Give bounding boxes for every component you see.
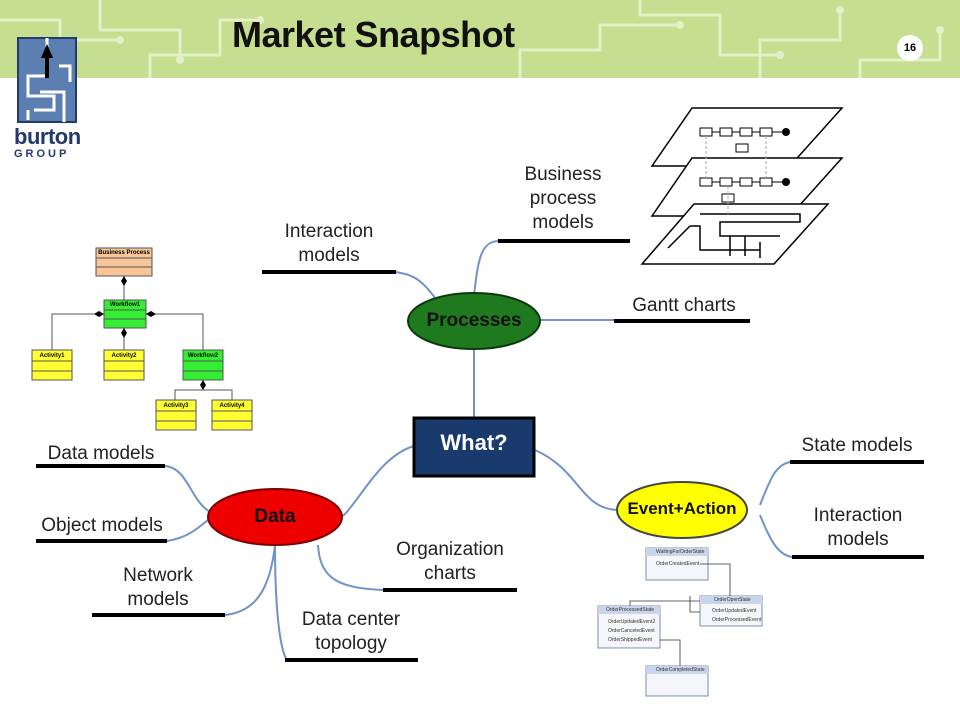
slide-title: Market Snapshot	[232, 14, 515, 55]
logo-word-burton: burton	[14, 124, 81, 149]
class-activity4: Activity4	[219, 403, 245, 409]
branch-state-models: State models	[801, 435, 913, 456]
class-workflow1: Workflow1	[109, 302, 141, 308]
class-business-process: Business Process	[98, 250, 150, 256]
branch-data-center-topology: Data center topology	[285, 608, 417, 656]
branch-line-2: models	[127, 589, 189, 610]
logo-word-group: GROUP	[14, 148, 70, 160]
branch-gantt-charts: Gantt charts	[632, 295, 736, 316]
header-banner	[0, 0, 960, 78]
branch-line-1: Network	[123, 565, 193, 586]
event-action-node: Event+Action	[627, 499, 737, 518]
branch-line-2: process	[529, 188, 597, 209]
branch-line-3: models	[532, 212, 594, 233]
branch-interaction-models-events: Interaction models	[792, 504, 924, 552]
branch-line-2: charts	[424, 563, 476, 584]
logo-maze-icon	[17, 37, 77, 123]
branch-line-1: Organization	[396, 539, 504, 560]
event-order-canceled: OrderCanceledEvent	[608, 628, 655, 634]
branch-line-1: Interaction	[813, 505, 903, 526]
branch-line-1: Interaction	[284, 221, 374, 242]
branch-object-models: Object models	[41, 515, 163, 536]
branch-underlines	[36, 239, 924, 662]
branch-organization-charts: Organization charts	[383, 538, 517, 586]
event-order-created: OrderCreatedEvent	[656, 561, 700, 567]
branch-business-process-models: Business process models	[496, 163, 630, 235]
class-diagram-illustration	[31, 247, 253, 431]
event-order-updated: OrderUpdatedEvent	[712, 608, 757, 614]
page-number: 16	[897, 35, 923, 61]
branch-line-2: topology	[315, 633, 387, 654]
center-node: What?	[440, 430, 508, 455]
event-action-node-shape	[616, 481, 748, 539]
branch-line-1: Data center	[301, 609, 401, 630]
event-order-processed: OrderProcessedEvent	[712, 617, 762, 623]
state-processed: OrderProcessedState	[606, 607, 655, 613]
branch-line-2: models	[298, 245, 360, 266]
state-diagram-illustration	[597, 547, 763, 697]
branch-line-2: models	[827, 529, 889, 550]
branch-data-models: Data models	[47, 443, 155, 464]
center-node-box	[412, 416, 536, 478]
processes-node-shape	[407, 292, 541, 350]
class-activity1: Activity1	[39, 353, 65, 359]
data-node-shape	[207, 488, 343, 546]
state-completed: OrderCompletedState	[656, 667, 705, 673]
branch-line-1: Business	[524, 164, 602, 185]
event-order-shipped: OrderShippedEvent	[608, 637, 652, 643]
state-open: OrderOpenState	[714, 597, 751, 603]
processes-node: Processes	[426, 310, 522, 331]
state-waiting: WaitingForOrderState	[656, 549, 705, 555]
process-layers-illustration	[640, 107, 844, 265]
data-node: Data	[254, 506, 296, 527]
class-workflow2: Workflow2	[187, 353, 219, 359]
event-order-updated2: OrderUpdatedEvent2	[608, 619, 656, 625]
branch-network-models: Network models	[92, 564, 224, 612]
branch-interaction-models-processes: Interaction models	[262, 220, 396, 268]
class-activity3: Activity3	[163, 403, 189, 409]
circuit-pattern	[0, 0, 944, 78]
class-activity2: Activity2	[111, 353, 137, 359]
burton-group-logo: burton GROUP	[14, 36, 94, 164]
